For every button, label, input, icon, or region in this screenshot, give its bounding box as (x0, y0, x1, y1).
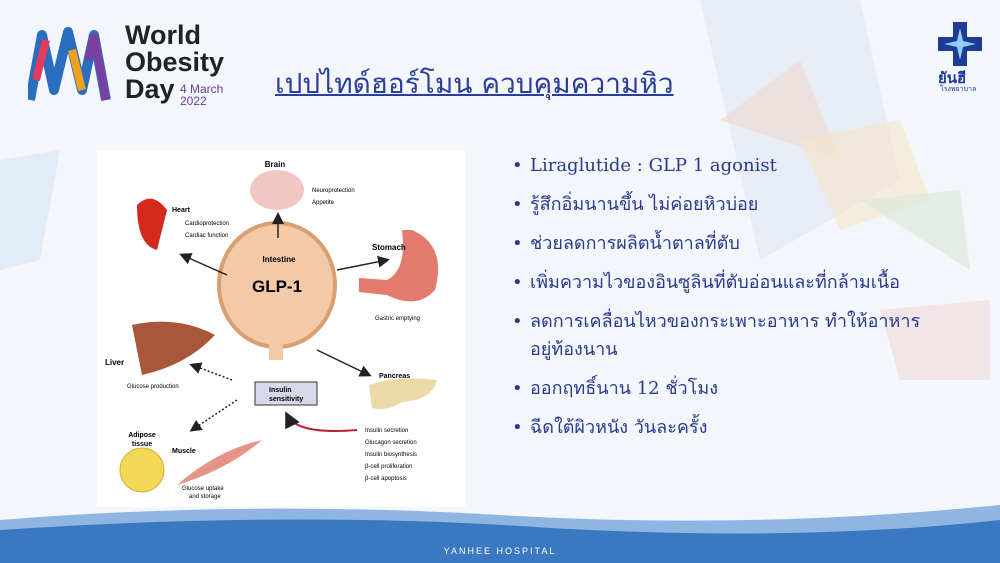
svg-text:sensitivity: sensitivity (269, 396, 303, 403)
bullet-item: ลดการเคลื่อนไหวของกระเพาะอาหาร ทำให้อาหา… (512, 308, 932, 364)
svg-text:Insulin biosynthesis: Insulin biosynthesis (365, 452, 417, 458)
bullet-item: ฉีดใต้ผิวหนัง วันละครั้ง (512, 414, 932, 442)
svg-text:Adipose: Adipose (128, 432, 156, 439)
bullet-item: เพิ่มความไวของอินซูลินที่ตับอ่อนและที่กล… (512, 269, 932, 297)
svg-text:Heart: Heart (172, 207, 191, 214)
svg-text:Brain: Brain (265, 160, 286, 169)
svg-text:β-cell apoptosis: β-cell apoptosis (365, 476, 407, 482)
bullet-item: รู้สึกอิ่มนานขึ้น ไม่ค่อยหิวบ่อย (512, 191, 932, 219)
brain-icon (250, 170, 304, 210)
intestine-label: Intestine (263, 255, 296, 264)
svg-text:Muscle: Muscle (172, 448, 196, 455)
svg-text:Pancreas: Pancreas (379, 373, 410, 380)
svg-text:Glucagon secretion: Glucagon secretion (365, 440, 417, 446)
svg-text:tissue: tissue (132, 441, 152, 448)
bullet-list: Liraglutide : GLP 1 agonist รู้สึกอิ่มนา… (512, 152, 932, 453)
muscle-icon (177, 440, 262, 485)
hospital-name: ยันฮี (938, 70, 967, 87)
pancreas-icon (369, 378, 437, 410)
svg-text:Insulin: Insulin (269, 387, 292, 394)
bullet-item: ออกฤทธิ์นาน 12 ชั่วโมง (512, 375, 932, 403)
bullet-item: ช่วยลดการผลิตน้ำตาลที่ตับ (512, 230, 932, 258)
stomach-icon (359, 230, 439, 302)
svg-text:and storage: and storage (189, 494, 221, 500)
footer-text: YANHEE HOSPITAL (443, 546, 557, 556)
svg-text:Appetite: Appetite (312, 200, 335, 206)
svg-text:Gastric emptying: Gastric emptying (375, 316, 420, 322)
heart-icon (137, 198, 167, 250)
svg-text:Liver: Liver (105, 358, 124, 367)
svg-text:Glucose production: Glucose production (127, 384, 179, 390)
world-obesity-day-logo (28, 27, 111, 101)
svg-text:Neuroprotection: Neuroprotection (312, 188, 355, 194)
bullet-item: Liraglutide : GLP 1 agonist (512, 152, 932, 180)
svg-text:β-cell proliferation: β-cell proliferation (365, 464, 412, 470)
hospital-sub: โรงพยาบาล (940, 86, 977, 93)
svg-text:Insulin secretion: Insulin secretion (365, 428, 408, 434)
insulin-sensitivity-box (254, 381, 318, 406)
svg-text:Cardioprotection: Cardioprotection (185, 221, 229, 227)
svg-text:Cardiac function: Cardiac function (185, 233, 228, 239)
svg-text:Glucose uptake: Glucose uptake (182, 486, 224, 492)
glp1-label: GLP-1 (252, 277, 302, 296)
liver-icon (132, 321, 215, 375)
page-title: เปปไทด์ฮอร์โมน ควบคุมความหิว (275, 67, 674, 100)
footer-wave (0, 505, 1000, 563)
glp1-diagram: GLP-1 Intestine Brain Neuroprotection Ap… (97, 150, 465, 507)
adipose-icon (119, 447, 165, 493)
yanhee-hospital-logo (938, 22, 982, 66)
svg-text:Stomach: Stomach (372, 243, 406, 252)
